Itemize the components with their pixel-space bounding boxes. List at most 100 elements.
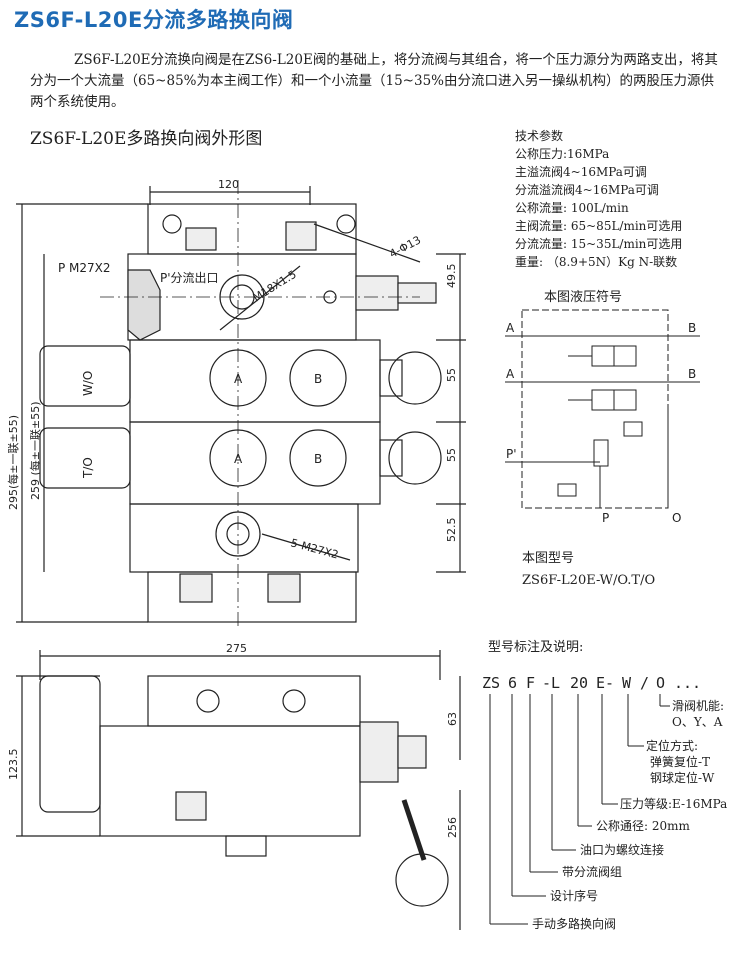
- side-top-plate: [147, 675, 361, 727]
- legend-item: 弹簧复位-T: [650, 754, 710, 769]
- dim-259: 259 (每±一联±55): [28, 401, 42, 500]
- label-bottom-port: 5-M27X2: [289, 536, 340, 561]
- figure-title: ZS6F-L20E多路换向阀外形图: [30, 129, 263, 149]
- side-bottom-nut: [225, 835, 267, 857]
- legend-item: O、Y、A: [672, 715, 723, 729]
- spec-line: 分流溢流阀4~16MPa可调: [515, 183, 659, 197]
- sym-port-o: O: [672, 511, 681, 525]
- code-part: W: [622, 674, 632, 692]
- spool-end-1: [379, 359, 403, 397]
- valve-block: [613, 389, 637, 411]
- lever-knob: [395, 853, 449, 907]
- spec-line: 重量: （8.9+5N）Kg N-联数: [515, 255, 678, 269]
- code-part: 6: [508, 674, 517, 692]
- symbol-frame: [521, 309, 669, 509]
- dim-55b: 55: [445, 448, 458, 462]
- model-legend-code: ZS 6 F -L 20 E- W / O ...: [482, 674, 701, 692]
- side-body: [99, 725, 361, 837]
- port-b1: B: [314, 372, 322, 386]
- port-b2: B: [314, 452, 322, 466]
- sym-port-pprime: P': [506, 447, 517, 461]
- legend-item: 带分流阀组: [562, 865, 622, 879]
- code-part: F: [526, 674, 535, 692]
- spec-line: 主溢流阀4~16MPa可调: [515, 165, 647, 179]
- tech-specs: 技术参数 公称压力:16MPa 主溢流阀4~16MPa可调 分流溢流阀4~16M…: [515, 127, 682, 271]
- code-part: 20: [570, 674, 588, 692]
- sym-port-a1: A: [506, 321, 515, 335]
- relief-valve-cap: [397, 282, 437, 304]
- hydraulic-symbol: [505, 309, 700, 509]
- handle-label-1: W/O: [81, 371, 95, 396]
- valve-block: [591, 345, 615, 367]
- relief-block: [623, 421, 643, 437]
- side-handle-housing: [39, 675, 101, 813]
- legend-title: 型号标注及说明:: [488, 640, 584, 655]
- dim-55a: 55: [445, 368, 458, 382]
- side-port: [196, 689, 220, 713]
- model-caption-block: 本图型号 ZS6F-L20E-W/O.T/O: [522, 548, 655, 592]
- tail-section: [129, 503, 359, 573]
- dim-295: 295(每±一联±55): [6, 415, 20, 510]
- legend-item: 定位方式:: [646, 738, 698, 753]
- intro-paragraph: ZS6F-L20E分流换向阀是在ZS6-L20E阀的基础上，将分流阀与其组合，将…: [30, 50, 720, 113]
- code-part: -L: [542, 674, 560, 692]
- port-a1: A: [234, 372, 243, 386]
- sym-port-p: P: [602, 511, 609, 525]
- dim-63: 63: [446, 712, 459, 726]
- legend-item: 油口为螺纹连接: [580, 842, 664, 857]
- front-view-drawing: [16, 180, 466, 630]
- lever-arm: [401, 799, 427, 861]
- symbol-ports: A B A B P' P O: [506, 321, 696, 525]
- side-relief: [359, 721, 399, 783]
- label-pprime: P'分流出口: [160, 271, 219, 285]
- leader-line: [313, 223, 421, 263]
- valve-section-2: [129, 421, 381, 505]
- dim-123-5: 123.5: [7, 749, 20, 781]
- specs-heading: 技术参数: [515, 129, 564, 143]
- bolt-head: [179, 573, 213, 603]
- code-part: ...: [674, 674, 701, 692]
- legend-item: 设计序号: [550, 888, 598, 903]
- legend-item: 公称通径: 20mm: [596, 819, 691, 833]
- spec-line: 分流流量: 15~35L/min可选用: [515, 237, 683, 251]
- p-port: [127, 269, 161, 341]
- side-bolt: [175, 791, 207, 821]
- model-legend-lines: [489, 694, 670, 925]
- knob-2: [388, 431, 442, 485]
- bottom-plate: [147, 571, 357, 623]
- legend-item: 钢球定位-W: [650, 770, 715, 785]
- code-part: O: [656, 674, 665, 692]
- bolt-head: [185, 227, 217, 251]
- legend-item: 压力等级:E-16MPa: [620, 797, 727, 811]
- side-port: [282, 689, 306, 713]
- label-p-port: P M27X2: [58, 261, 111, 275]
- side-view-labels: 275 123.5 63 256: [7, 642, 459, 838]
- dim-49-5: 49.5: [445, 264, 458, 289]
- port-a2: A: [234, 452, 243, 466]
- bolt-head: [267, 573, 301, 603]
- code-part: E-: [596, 674, 614, 692]
- valve-section-1: [129, 339, 381, 423]
- side-relief-cap: [397, 735, 427, 769]
- dim-52-5: 52.5: [445, 518, 458, 543]
- spec-line: 公称压力:16MPa: [515, 147, 610, 161]
- model-number: ZS6F-L20E-W/O.T/O: [522, 573, 656, 588]
- code-part: ZS: [482, 674, 500, 692]
- model-caption: 本图型号: [522, 551, 575, 566]
- leader-line: [219, 265, 301, 331]
- legend-item: 手动多路换向阀: [532, 916, 616, 931]
- sym-port-b2: B: [688, 367, 696, 381]
- mount-hole: [162, 214, 182, 234]
- port-b-circle: [289, 349, 347, 407]
- sym-port-a2: A: [506, 367, 515, 381]
- leader-line: [261, 533, 351, 561]
- page-title: ZS6F-L20E分流多路换向阀: [14, 8, 294, 32]
- code-part: /: [640, 674, 649, 692]
- relief-valve: [355, 275, 399, 311]
- symbol-caption: 本图液压符号: [544, 290, 623, 305]
- label-m18: M18X1.5: [251, 268, 299, 305]
- knob-1: [388, 351, 442, 405]
- valve-block: [591, 389, 615, 411]
- dim-275: 275: [226, 642, 247, 655]
